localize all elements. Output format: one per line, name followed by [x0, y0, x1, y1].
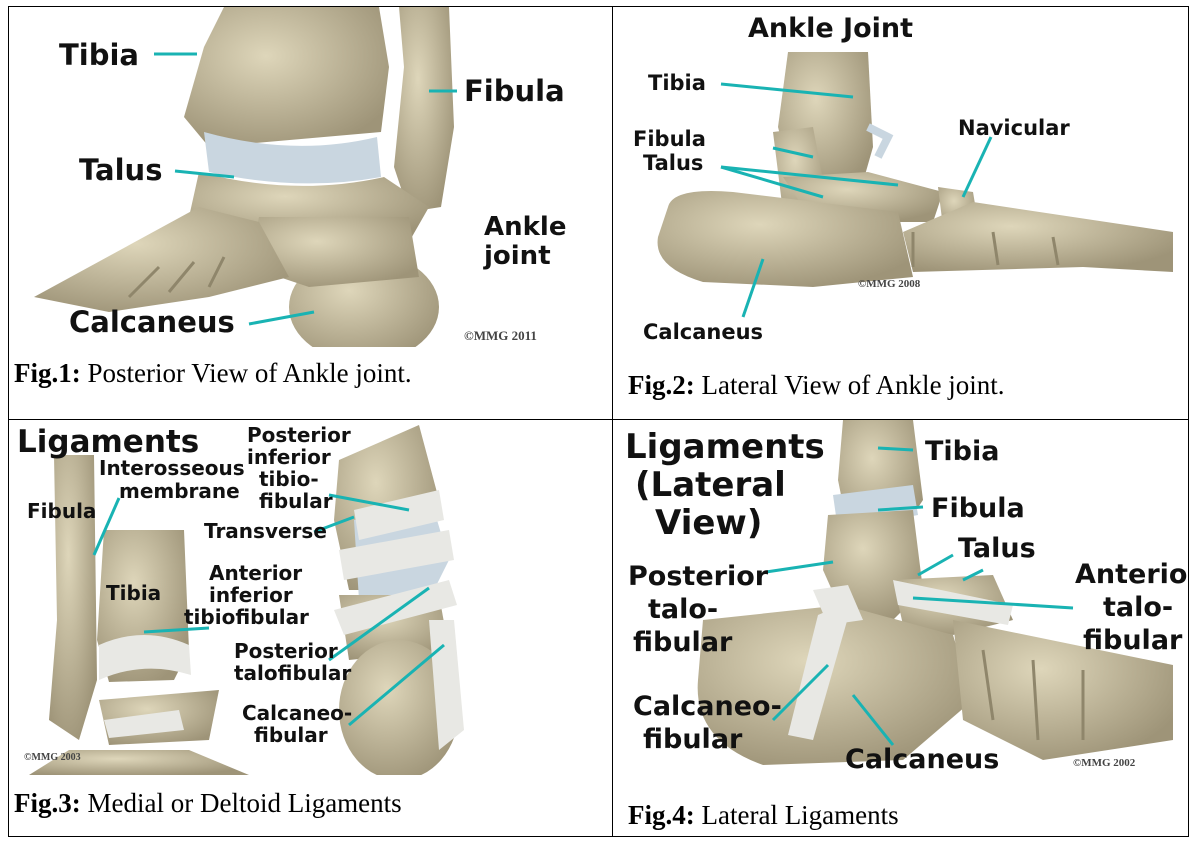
fig4-label-talo: talo-: [648, 594, 718, 625]
fig1-caption: Fig.1: Posterior View of Ankle joint.: [14, 358, 412, 389]
fig2-title: Ankle Joint: [748, 13, 913, 44]
fig3-fibula-bone: [49, 455, 97, 740]
fig1-label-talus: Talus: [79, 153, 162, 187]
fig4-caption: Fig.4: Lateral Ligaments: [628, 800, 899, 831]
fig3-label-tibiofibular: tibiofibular: [184, 605, 309, 629]
fig2-caption: Fig.2: Lateral View of Ankle joint.: [628, 370, 1005, 401]
fig4-title-lateral: (Lateral: [635, 465, 786, 505]
fig4-caption-number: Fig.4:: [628, 800, 695, 830]
fig3-label-tibia: Tibia: [106, 581, 161, 605]
fig3-label-interosseous: Interosseous: [99, 456, 245, 480]
fig4-label-posterior: Posterior: [628, 561, 769, 592]
fig3-label-transverse: Transverse: [204, 519, 327, 543]
fig1-label-fibula: Fibula: [464, 74, 565, 108]
fig1-label-calcaneus: Calcaneus: [69, 305, 235, 339]
fig3-label-fibular: fibular: [259, 489, 333, 513]
fig4-label-tibia: Tibia: [925, 436, 999, 467]
fig1-tibia-bone: [184, 7, 389, 147]
fig3-label-posterior: Posterior: [247, 423, 351, 447]
fig3-title: Ligaments: [17, 424, 199, 460]
fig4-label-talus: Talus: [958, 533, 1036, 564]
fig4-caption-text: Lateral Ligaments: [695, 800, 899, 830]
fig2-caption-text: Lateral View of Ankle joint.: [695, 370, 1005, 400]
fig2-caption-number: Fig.2:: [628, 370, 695, 400]
fig2-label-calcaneus: Calcaneus: [643, 320, 763, 344]
fig1-label-joint: joint: [483, 241, 551, 271]
fig1-caption-number: Fig.1:: [14, 358, 81, 388]
fig3-label-anterior-inferior: inferior: [209, 583, 293, 607]
fig4-label-fibula: Fibula: [931, 493, 1025, 524]
fig1-forefoot: [34, 207, 289, 312]
fig4-label-anterior-fibular: fibular: [1083, 625, 1183, 656]
fig1-fibula-bone: [394, 7, 454, 212]
fig4-illustration: Ligaments (Lateral View) Tibia Fibula Ta…: [613, 420, 1188, 785]
fig3-caption-number: Fig.3:: [14, 788, 81, 818]
fig3-label-tibio: tibio-: [259, 467, 319, 491]
fig2-label-talus: Talus: [643, 151, 703, 175]
fig4-label-calcaneo: Calcaneo-: [633, 691, 782, 722]
fig3-label-posterior-2: Posterior: [234, 639, 338, 663]
fig4-label-anterior: Anterior: [1075, 559, 1188, 590]
fig3-label-inferior: inferior: [247, 445, 331, 469]
fig4-label-calcaneofibular: fibular: [643, 724, 743, 755]
fig3-label-calcaneo: Calcaneo-: [242, 701, 352, 725]
fig3-label-membrane: membrane: [119, 479, 240, 503]
fig3-label-anterior: Anterior: [209, 561, 302, 585]
fig3-label-calcaneofibular: fibular: [254, 723, 328, 747]
fig4-title-view: View): [655, 503, 762, 543]
fig4-label-fibular: fibular: [633, 627, 733, 658]
fig1-label-tibia: Tibia: [59, 38, 139, 72]
fig4-label-anterior-talo: talo-: [1103, 592, 1173, 623]
fig4-title-ligaments: Ligaments: [625, 427, 825, 467]
fig1-copyright: ©MMG 2011: [464, 328, 537, 343]
fig2-illustration: Ankle Joint Tibia Fibula Talus Navicular…: [613, 7, 1188, 347]
fig2-label-navicular: Navicular: [958, 116, 1070, 140]
fig3-illustration: Ligaments Interosseous membrane Fibula P…: [9, 420, 611, 775]
fig1-illustration: Tibia Fibula Talus Ankle joint Calcaneus…: [9, 7, 611, 347]
fig2-copyright: ©MMG 2008: [858, 278, 921, 290]
fig1-label-ankle: Ankle: [484, 212, 566, 242]
fig3-caption: Fig.3: Medial or Deltoid Ligaments: [14, 788, 402, 819]
fig1-caption-text: Posterior View of Ankle joint.: [81, 358, 412, 388]
fig4-copyright: ©MMG 2002: [1073, 757, 1136, 769]
fig3-caption-text: Medial or Deltoid Ligaments: [81, 788, 402, 818]
fig3-copyright: ©MMG 2003: [24, 752, 81, 763]
fig2-label-fibula: Fibula: [633, 127, 706, 151]
fig4-label-calcaneus: Calcaneus: [845, 744, 999, 775]
fig2-label-tibia: Tibia: [648, 71, 706, 95]
fig3-label-fibula: Fibula: [27, 499, 96, 523]
fig3-label-talofibular: talofibular: [234, 661, 351, 685]
